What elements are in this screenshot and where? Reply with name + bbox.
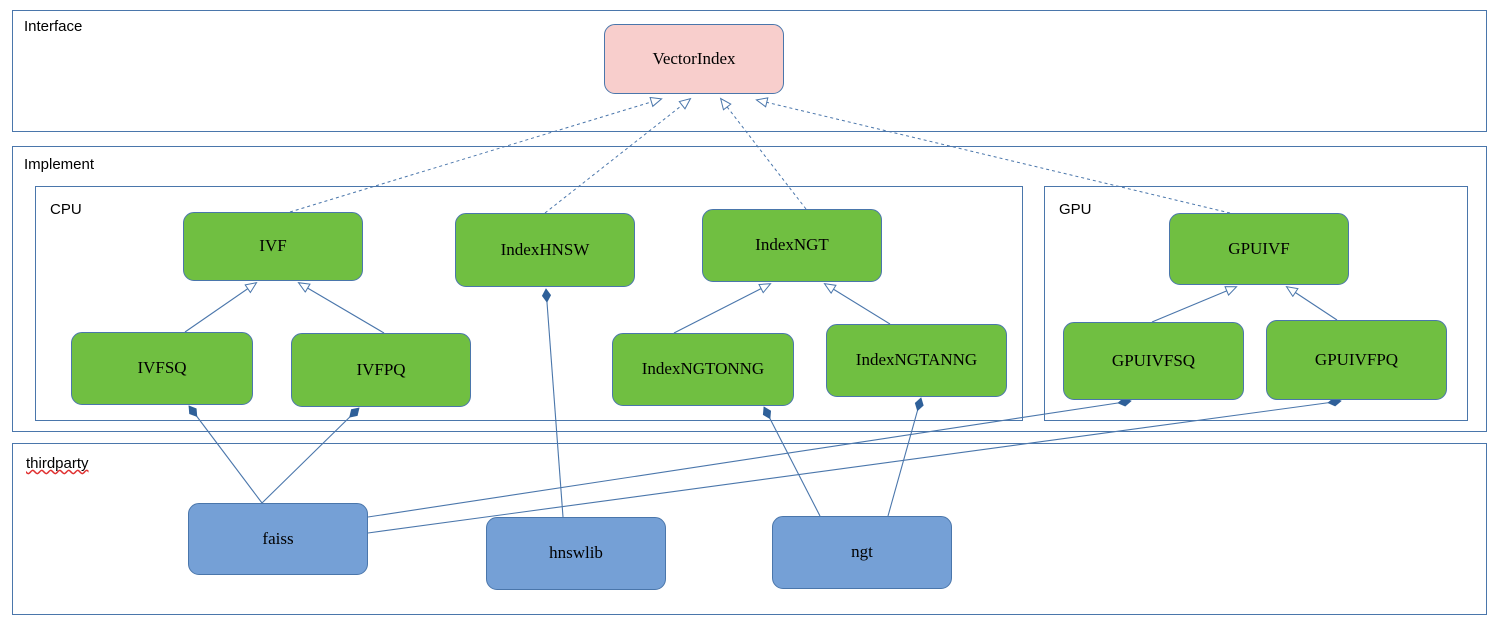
node-ivfpq[interactable]: IVFPQ (291, 333, 471, 407)
node-indexngtanng[interactable]: IndexNGTANNG (826, 324, 1007, 397)
node-gpuivfsq[interactable]: GPUIVFSQ (1063, 322, 1244, 400)
node-vectorindex[interactable]: VectorIndex (604, 24, 784, 94)
node-ivf[interactable]: IVF (183, 212, 363, 281)
group-label-thirdparty: thirdparty (24, 455, 91, 472)
node-indexngt[interactable]: IndexNGT (702, 209, 882, 282)
group-label-cpu: CPU (48, 201, 84, 218)
group-label-interface: Interface (22, 18, 85, 35)
node-hnswlib[interactable]: hnswlib (486, 517, 666, 590)
node-gpuivfpq[interactable]: GPUIVFPQ (1266, 320, 1447, 400)
node-gpuivf[interactable]: GPUIVF (1169, 213, 1349, 285)
node-indexngtonng[interactable]: IndexNGTONNG (612, 333, 794, 406)
node-faiss[interactable]: faiss (188, 503, 368, 575)
node-ngt[interactable]: ngt (772, 516, 952, 589)
group-label-gpu: GPU (1057, 201, 1094, 218)
group-label-implement: Implement (22, 156, 97, 173)
node-ivfsq[interactable]: IVFSQ (71, 332, 253, 405)
node-indexhnsw[interactable]: IndexHNSW (455, 213, 635, 287)
